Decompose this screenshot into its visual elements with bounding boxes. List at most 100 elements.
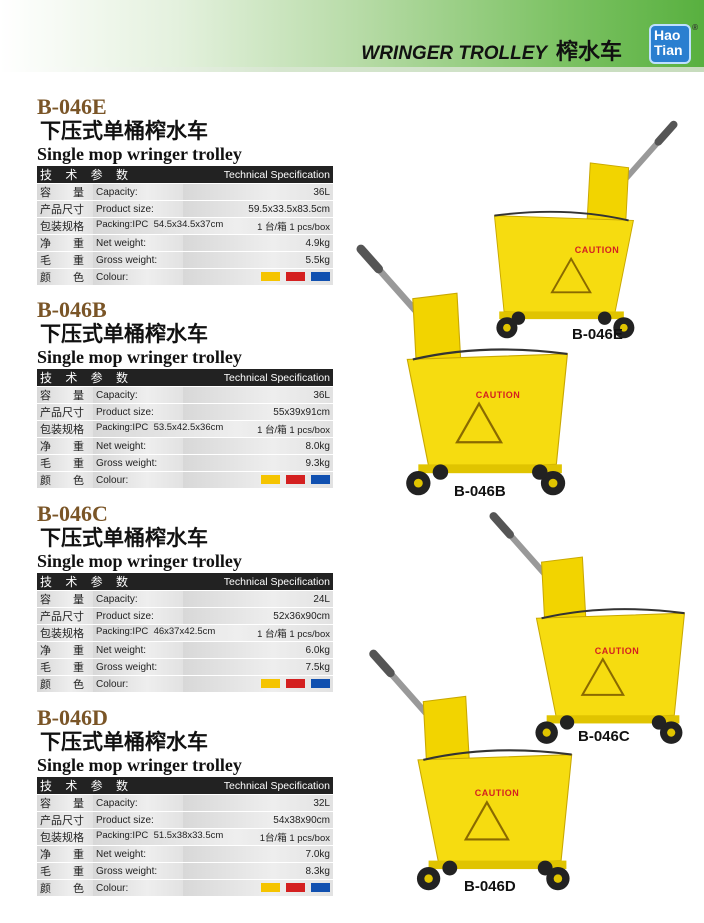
packing-quantity: 1台/箱 1 pcs/box (259, 833, 330, 844)
capacity-value: 36L (182, 183, 333, 201)
packing-label: Packing:IPC (96, 626, 149, 637)
product-section: B-046D 下压式单桶榨水车 Single mop wringer troll… (37, 706, 337, 896)
product-code: B-046D (37, 705, 108, 730)
packing-label-cn: 包装规格 (37, 420, 93, 438)
net-weight-label: Net weight: (93, 845, 183, 863)
size-label: Product size: (93, 403, 183, 421)
capacity-label: Capacity: (93, 794, 183, 812)
size-value: 54x38x90cm (182, 811, 333, 829)
packing-quantity: 1 台/箱 1 pcs/box (257, 222, 330, 233)
gross-weight-label-cn: 毛 重 (37, 454, 93, 472)
colour-label: Colour: (93, 675, 183, 692)
packing-label: Packing:IPC (96, 219, 149, 230)
product-image-b046d (365, 643, 577, 898)
header-divider (0, 67, 704, 72)
capacity-value: 32L (182, 794, 333, 812)
product-image-label: B-046C (578, 728, 630, 745)
colour-swatch-blue (311, 679, 330, 689)
capacity-label-cn: 容 量 (37, 386, 93, 404)
colour-swatch-blue (311, 475, 330, 485)
net-weight-label-cn: 净 重 (37, 845, 93, 863)
colour-label-cn: 颜 色 (37, 675, 93, 692)
net-weight-value: 6.0kg (182, 641, 333, 659)
packing-label-cn: 包装规格 (37, 624, 93, 642)
gross-weight-label-cn: 毛 重 (37, 658, 93, 676)
gross-weight-value: 7.5kg (182, 658, 333, 676)
colour-label-cn: 颜 色 (37, 268, 93, 285)
product-code: B-046B (37, 297, 107, 322)
gross-weight-label: Gross weight: (93, 454, 183, 472)
product-image-b046b (345, 238, 580, 503)
gross-weight-value: 8.3kg (182, 862, 333, 880)
capacity-label: Capacity: (93, 386, 183, 404)
capacity-label: Capacity: (93, 590, 183, 608)
header-title: WRINGER TROLLEY 榨水车 (361, 39, 622, 64)
packing-dimensions: 51.5x38x33.5cm (153, 830, 224, 841)
gross-weight-label-cn: 毛 重 (37, 251, 93, 269)
product-name-en: Single mop wringer trolley (37, 551, 242, 571)
product-section: B-046C 下压式单桶榨水车 Single mop wringer troll… (37, 502, 337, 692)
capacity-label-cn: 容 量 (37, 794, 93, 812)
spec-header-cn: 技 术 参 数 (37, 166, 183, 184)
gross-weight-label: Gross weight: (93, 251, 183, 269)
size-label: Product size: (93, 200, 183, 218)
colour-swatch-red (286, 475, 305, 485)
capacity-value: 24L (182, 590, 333, 608)
colour-label: Colour: (93, 879, 183, 896)
packing-quantity: 1 台/箱 1 pcs/box (257, 629, 330, 640)
packing-label-cn: 包装规格 (37, 217, 93, 235)
caution-label: CAUTION (475, 390, 521, 400)
net-weight-label: Net weight: (93, 641, 183, 659)
product-code: B-046E (37, 94, 107, 119)
caution-label: CAUTION (594, 646, 640, 656)
header-title-cn: 榨水车 (555, 39, 622, 64)
colour-swatch-blue (311, 272, 330, 282)
product-image-label: B-046B (454, 483, 506, 500)
product-image-label: B-046D (464, 878, 516, 895)
packing-quantity: 1 台/箱 1 pcs/box (257, 425, 330, 436)
size-label-cn: 产品尺寸 (37, 811, 93, 829)
capacity-label: Capacity: (93, 183, 183, 201)
product-name-en: Single mop wringer trolley (37, 755, 242, 775)
product-code: B-046C (37, 501, 108, 526)
gross-weight-value: 5.5kg (182, 251, 333, 269)
product-section: B-046E 下压式单桶榨水车 Single mop wringer troll… (37, 95, 337, 285)
size-label: Product size: (93, 811, 183, 829)
size-value: 55x39x91cm (182, 403, 333, 421)
colour-label-cn: 颜 色 (37, 471, 93, 488)
colour-swatch-yellow (261, 272, 280, 282)
colour-swatch-red (286, 679, 305, 689)
product-section: B-046B 下压式单桶榨水车 Single mop wringer troll… (37, 298, 337, 488)
caution-label: CAUTION (574, 245, 620, 255)
colour-swatch-red (286, 272, 305, 282)
caution-label: CAUTION (474, 788, 520, 798)
spec-header-en: Technical Specification (182, 369, 333, 387)
product-name-cn: 下压式单桶榨水车 (40, 120, 208, 143)
gross-weight-label-cn: 毛 重 (37, 862, 93, 880)
spec-header-cn: 技 术 参 数 (37, 777, 183, 795)
gross-weight-value: 9.3kg (182, 454, 333, 472)
packing-dimensions: 46x37x42.5cm (153, 626, 216, 637)
